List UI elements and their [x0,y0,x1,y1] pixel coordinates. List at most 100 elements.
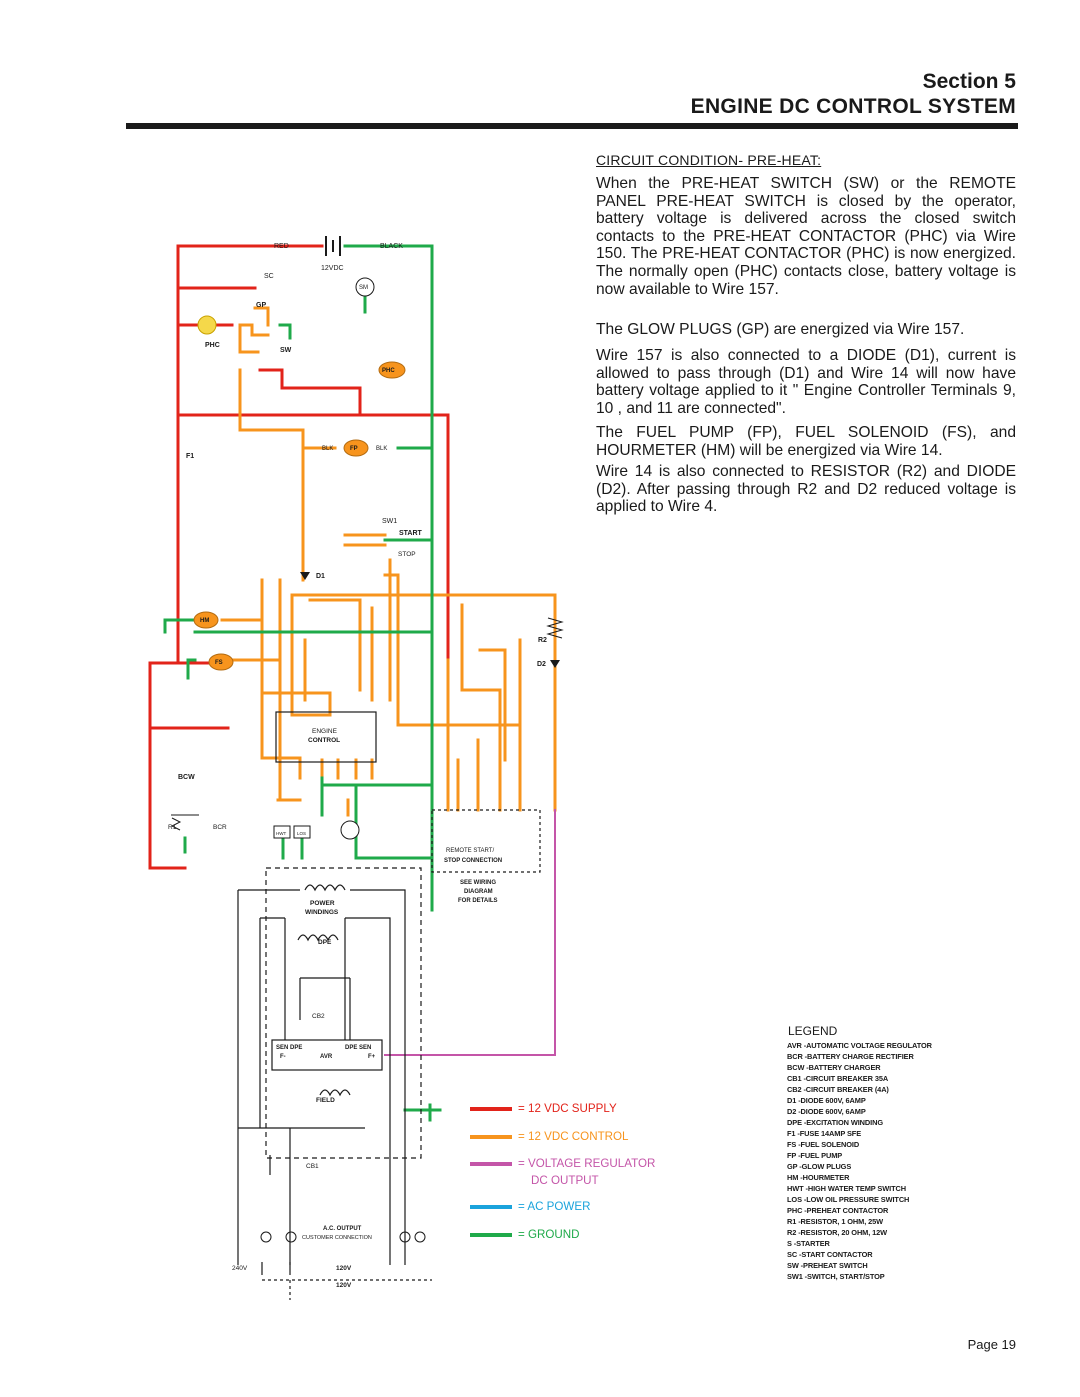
label-cb2: CB2 [312,1013,325,1020]
label-power: POWER [310,900,335,907]
legend-item: HWT -HIGH WATER TEMP SWITCH [787,1184,906,1193]
legend-title: LEGEND [788,1024,838,1038]
label-sm: SM [359,285,368,291]
legend-item: FP -FUEL PUMP [787,1151,843,1160]
label-windings: WINDINGS [305,909,339,916]
label-phc-coil: PHC [382,368,395,374]
legend-item: DPE -EXCITATION WINDING [787,1118,883,1127]
dpe-winding-icon [297,934,339,942]
legend-item: SC -START CONTACTOR [787,1250,873,1259]
key-swatch-ground [470,1233,512,1237]
legend-item: D2 -DIODE 600V, 6AMP [787,1107,866,1116]
ac-wiring [237,711,541,1300]
legend-item: SW1 -SWITCH, START/STOP [787,1272,885,1281]
control-wires [220,306,557,817]
legend-item: PHC -PREHEAT CONTACTOR [787,1206,889,1215]
label-bcr: BCR [213,824,227,831]
key-label-ground: = GROUND [518,1228,580,1241]
fuel-pump-icon [343,439,369,457]
legend-item: R2 -RESISTOR, 20 OHM, 12W [787,1228,888,1237]
label-d1: D1 [316,573,325,580]
legend-item: GP -GLOW PLUGS [787,1162,852,1171]
label-black: BLACK [380,243,403,250]
label-customer-connection: CUSTOMER CONNECTION [302,1235,372,1241]
label-120v-a: 120V [336,1265,352,1272]
label-sc: SC [264,273,274,280]
label-ac-output: A.C. OUTPUT [323,1226,362,1232]
los-switch-icon [293,825,311,839]
key-swatch-supply [470,1107,512,1111]
label-dpe: DPE [318,939,332,946]
resistor-r2-icon [546,617,564,639]
label-sen-dpe: SEN DPE [276,1045,302,1051]
label-f-minus: F- [280,1054,286,1060]
label-12vdc: 12VDC [321,265,344,272]
legend-item: BCW -BATTERY CHARGER [787,1063,881,1072]
label-avr: AVR [320,1054,333,1060]
label-120v-b: 120V [336,1282,352,1289]
label-f-plus: F+ [368,1054,376,1060]
terminal-t2a-icon [399,1231,411,1243]
legend-item: BCR -BATTERY CHARGE RECTIFIER [787,1052,914,1061]
paragraph-glow-plugs: The GLOW PLUGS (GP) are energized via Wi… [596,321,965,338]
circuit-condition-title: CIRCUIT CONDITION- PRE-HEAT: [596,152,822,168]
fuel-solenoid-icon [208,653,234,671]
battery [325,236,341,256]
label-phc-contact: PHC [205,342,220,349]
diode-d2-icon [550,660,560,668]
paragraph-fuel-pump: The FUEL PUMP (FP), FUEL SOLENOID (FS), … [596,424,1016,459]
legend-item: D1 -DIODE 600V, 6AMP [787,1096,866,1105]
label-fs: FS [215,660,223,666]
label-los: LOS [297,831,306,836]
label-dpe-sen: DPE SEN [345,1045,371,1051]
label-240v: 240V [232,1265,248,1272]
terminal-t2b-icon [414,1231,426,1243]
label-fp: FP [350,446,358,452]
label-cb1: CB1 [306,1163,319,1170]
label-sw1: SW1 [382,518,397,525]
label-sw: SW [280,347,292,354]
dc-output-wires [384,809,556,1056]
label-see-wiring: SEE WIRING [460,880,496,886]
hwt-switch-icon [273,825,291,839]
battery-charger-icon [170,814,199,831]
header-rule [126,123,1018,129]
paragraph-resistor-r2: Wire 14 is also connected to RESISTOR (R… [596,463,1016,516]
key-swatch-control [470,1135,512,1139]
legend-item: CB2 -CIRCUIT BREAKER (4A) [787,1085,889,1094]
terminal-t3-icon [260,1231,272,1243]
label-hm: HM [200,618,209,624]
section-title: ENGINE DC CONTROL SYSTEM [690,95,1016,118]
label-r1: R1 [168,824,177,831]
hourmeter-icon [193,611,219,629]
legend-item: AVR -AUTOMATIC VOLTAGE REGULATOR [787,1041,932,1050]
terminal-t1-icon [285,1231,297,1243]
section-label: Section 5 [922,70,1016,93]
legend-item: HM -HOURMETER [787,1173,850,1182]
key-label-ac-power: = AC POWER [518,1200,591,1213]
label-hwt: HWT [276,831,286,836]
label-stop-connection: STOP CONNECTION [444,858,502,864]
label-field: FIELD [316,1097,335,1104]
label-f1: F1 [186,453,194,460]
key-swatch-voltage-regulator [470,1162,512,1166]
label-gp: GP [256,302,266,309]
paragraph-diode-d1: Wire 157 is also connected to a DIODE (D… [596,347,1016,417]
key-label-control: = 12 VDC CONTROL [518,1130,629,1143]
wiring-schematic: RED BLACK 12VDC SC SM GP PHC SW PHC FP B… [148,236,564,1300]
label-for-details: FOR DETAILS [458,898,498,904]
label-control: CONTROL [308,737,340,744]
field-winding-icon [319,1089,351,1097]
legend-item: FS -FUEL SOLENOID [787,1140,860,1149]
legend-item: F1 -FUSE 14AMP SFE [787,1129,862,1138]
label-start: START [399,530,423,537]
key-swatch-ac-power [470,1205,512,1209]
legend-item: CB1 -CIRCUIT BREAKER 35A [787,1074,889,1083]
starter-motor-icon [355,277,375,297]
label-diagram: DIAGRAM [464,889,493,895]
power-winding-icon [304,884,346,892]
label-r2: R2 [538,637,547,644]
phc-contact-icon [197,315,217,335]
diode-d1-icon [300,572,310,580]
legend-item: LOS -LOW OIL PRESSURE SWITCH [787,1195,910,1204]
